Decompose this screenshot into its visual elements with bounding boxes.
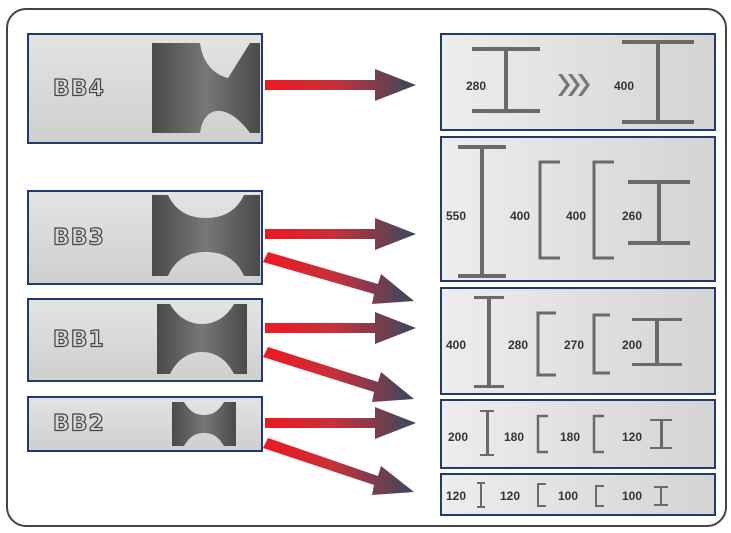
arrow-bb4 xyxy=(265,69,416,101)
arrow-bb3-top xyxy=(265,218,416,250)
size-label: 280 xyxy=(508,338,528,352)
size-label: 280 xyxy=(466,79,486,93)
i-beam-icon xyxy=(622,40,694,124)
billet-label: BB1 xyxy=(52,327,105,353)
profile-panel-2 xyxy=(440,136,716,282)
i-beam-icon xyxy=(477,482,485,508)
billet-label: BB2 xyxy=(52,411,105,437)
size-label: 200 xyxy=(622,338,642,352)
i-beam-icon xyxy=(458,145,506,278)
channel-icon xyxy=(538,160,614,260)
profile-panel-3 xyxy=(440,287,716,395)
i-beam-icon xyxy=(650,419,672,449)
billet-label: BB4 xyxy=(52,75,105,101)
i-beam-icon xyxy=(472,47,540,113)
arrow-bb2-top xyxy=(265,407,416,439)
arrow-bb3-bottom xyxy=(263,252,414,304)
billet-bb3: BB3 xyxy=(27,190,263,285)
i-beam-icon xyxy=(474,296,504,388)
size-label: 550 xyxy=(446,209,466,223)
billet-bb4: BB4 xyxy=(27,33,263,144)
size-label: 120 xyxy=(500,489,520,503)
i-beam-icon xyxy=(654,486,668,506)
channel-icon xyxy=(536,414,604,454)
size-label: 260 xyxy=(622,209,642,223)
size-label: 100 xyxy=(622,489,642,503)
channel-icon xyxy=(536,311,610,377)
size-label: 270 xyxy=(564,338,584,352)
size-label: 120 xyxy=(622,430,642,444)
size-label: 400 xyxy=(446,338,466,352)
arrow-bb1-bottom xyxy=(263,347,414,402)
billet-shape-icon xyxy=(157,304,247,374)
i-beam-icon xyxy=(628,180,690,245)
i-beam-icon xyxy=(632,318,682,366)
chevron-right-icon xyxy=(558,74,590,96)
channel-icon xyxy=(537,483,604,507)
size-label: 180 xyxy=(504,430,524,444)
billet-shape-icon xyxy=(152,43,260,133)
size-label: 120 xyxy=(446,489,466,503)
profile-panel-5 xyxy=(440,473,716,516)
billet-shape-icon xyxy=(172,402,236,446)
size-label: 100 xyxy=(558,489,578,503)
billet-shape-icon xyxy=(152,195,260,276)
arrow-bb2-bottom xyxy=(263,438,414,495)
size-label: 200 xyxy=(448,430,468,444)
i-beam-icon xyxy=(480,410,494,456)
size-label: 400 xyxy=(614,79,634,93)
billet-label: BB3 xyxy=(52,224,105,250)
size-label: 400 xyxy=(566,209,586,223)
arrow-bb1-top xyxy=(265,312,416,344)
size-label: 400 xyxy=(510,209,530,223)
size-label: 180 xyxy=(560,430,580,444)
